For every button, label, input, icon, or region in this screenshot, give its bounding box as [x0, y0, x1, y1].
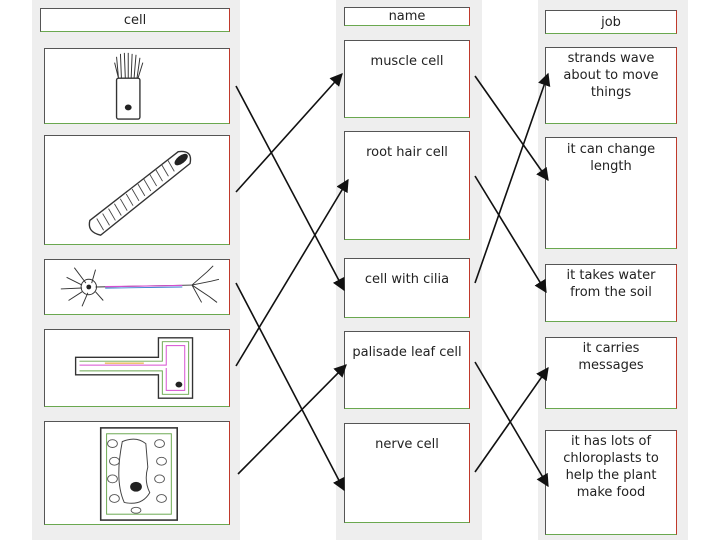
arrow-nerve-to-nerve-cell — [235, 282, 345, 492]
root-hair-cell-picture — [44, 329, 230, 407]
job-box-takes-water: it takes water from the soil — [545, 264, 677, 322]
palisade-leaf-cell-picture — [44, 421, 230, 525]
name-box-palisade-leaf-cell: palisade leaf cell — [344, 331, 470, 409]
muscle-cell-icon — [88, 150, 192, 236]
job-box-carries-messages: it carries messages — [545, 337, 677, 409]
name-box-nerve-cell: nerve cell — [344, 423, 470, 523]
name-box-cell-with-cilia: cell with cilia — [344, 258, 470, 318]
ciliated-cell-picture — [44, 48, 230, 124]
job-box-change-length: it can change length — [545, 137, 677, 249]
name-box-muscle-cell: muscle cell — [344, 40, 470, 118]
arrow-ciliated-to-cell-with-cilia — [235, 85, 345, 292]
arrow-palisade-leaf-cell-to-chloroplasts — [474, 361, 549, 488]
root-hair-cell-icon — [74, 337, 194, 399]
job-box-strands-wave: strands wave about to move things — [545, 47, 677, 124]
arrow-root-hair-cell-to-takes-water — [474, 175, 547, 294]
job-header: job — [545, 10, 677, 34]
cell-header: cell — [40, 8, 230, 32]
arrow-muscle-to-muscle-cell — [235, 73, 343, 193]
palisade-leaf-cell-icon — [99, 427, 178, 521]
arrow-cell-with-cilia-to-strands-wave — [474, 72, 551, 284]
ciliated-cell-icon — [114, 52, 144, 120]
arrow-palisade-to-palisade-leaf-cell — [237, 364, 347, 475]
nerve-cell-picture — [44, 259, 230, 315]
arrow-muscle-cell-to-change-length — [474, 75, 549, 182]
job-box-chloroplasts: it has lots of chloroplasts to help the … — [545, 430, 677, 535]
nerve-cell-icon — [60, 265, 220, 307]
muscle-cell-picture — [44, 135, 230, 245]
arrow-root-hair-to-root-hair-cell — [235, 178, 349, 367]
arrow-nerve-cell-to-carries-messages — [474, 366, 549, 473]
name-header: name — [344, 7, 470, 26]
